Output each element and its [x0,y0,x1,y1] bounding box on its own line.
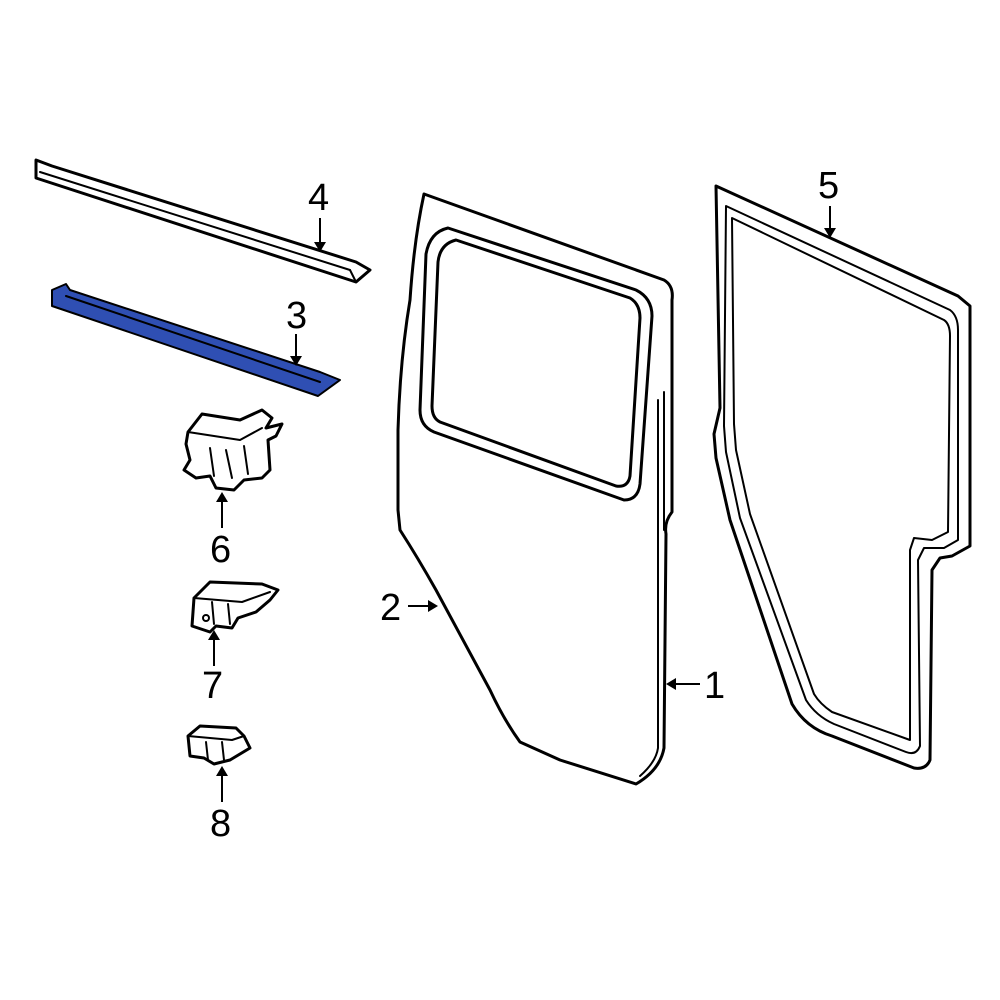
part-3-inner-belt-weatherstrip[interactable] [51,283,341,397]
part-1-2-door-shell[interactable] [396,192,674,786]
part-7-check-bracket[interactable] [190,580,280,634]
callout-label-8: 8 [210,803,231,845]
callout-4-arrowhead [314,242,326,252]
callout-7-arrowhead [208,630,220,640]
part-5-door-seal[interactable] [712,184,972,770]
callout-label-7: 7 [202,665,223,707]
callout-1-arrowhead [666,678,676,690]
callout-arrows [208,206,836,802]
part-8-latch-bracket[interactable] [186,724,252,766]
callout-6-arrowhead [216,492,228,502]
callout-2-arrowhead [428,600,438,612]
callout-label-5: 5 [818,165,839,207]
callout-label-3: 3 [286,295,307,337]
callout-3-arrowhead [290,356,302,366]
callout-8-arrowhead [216,766,228,776]
part-4-outer-belt-molding[interactable] [34,158,372,284]
callout-label-1: 1 [704,665,725,707]
callout-label-2: 2 [380,587,401,629]
callout-labels: 4 3 5 6 7 8 2 1 [202,165,839,845]
callout-label-6: 6 [210,529,231,571]
callout-5-arrowhead [824,228,836,238]
part-6-hinge-bracket[interactable] [182,408,284,492]
callout-label-4: 4 [308,177,329,219]
